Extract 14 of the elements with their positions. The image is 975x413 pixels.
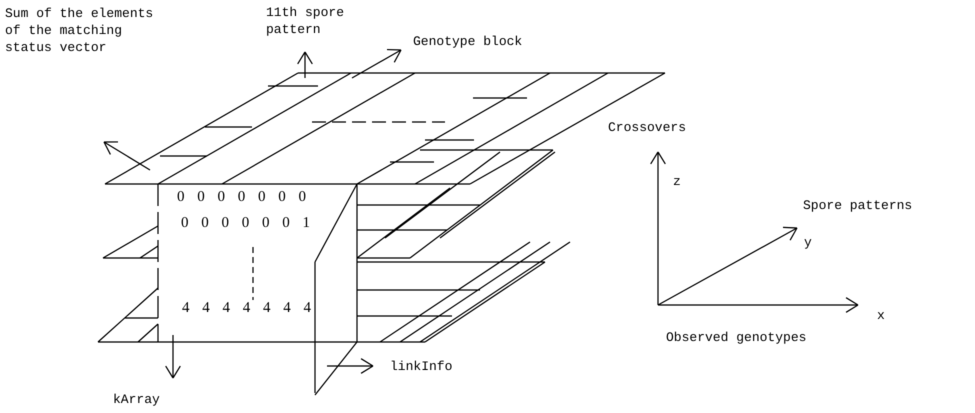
axis-label: Observed genotypes	[666, 329, 806, 346]
annotation-label: linkInfo	[390, 358, 452, 375]
axis-letter: x	[877, 307, 885, 324]
matrix-row: 4 4 4 4 4 4 4	[182, 300, 311, 317]
axis-label: Crossovers	[608, 119, 686, 136]
annotation-label: 11th spore pattern	[266, 4, 346, 38]
matrix-row: 0 0 0 0 0 0 0	[177, 189, 306, 206]
annotation-label: Genotype block	[413, 33, 522, 50]
axis-letter: z	[673, 173, 681, 190]
annotation-label: Sum of the elements of the matching status vector	[5, 5, 154, 56]
axis-label: Spore patterns	[803, 197, 912, 214]
axis-letter: y	[804, 234, 812, 251]
matrix-row: 0 0 0 0 0 0 1	[181, 215, 310, 232]
annotation-label: kArray	[113, 391, 160, 408]
